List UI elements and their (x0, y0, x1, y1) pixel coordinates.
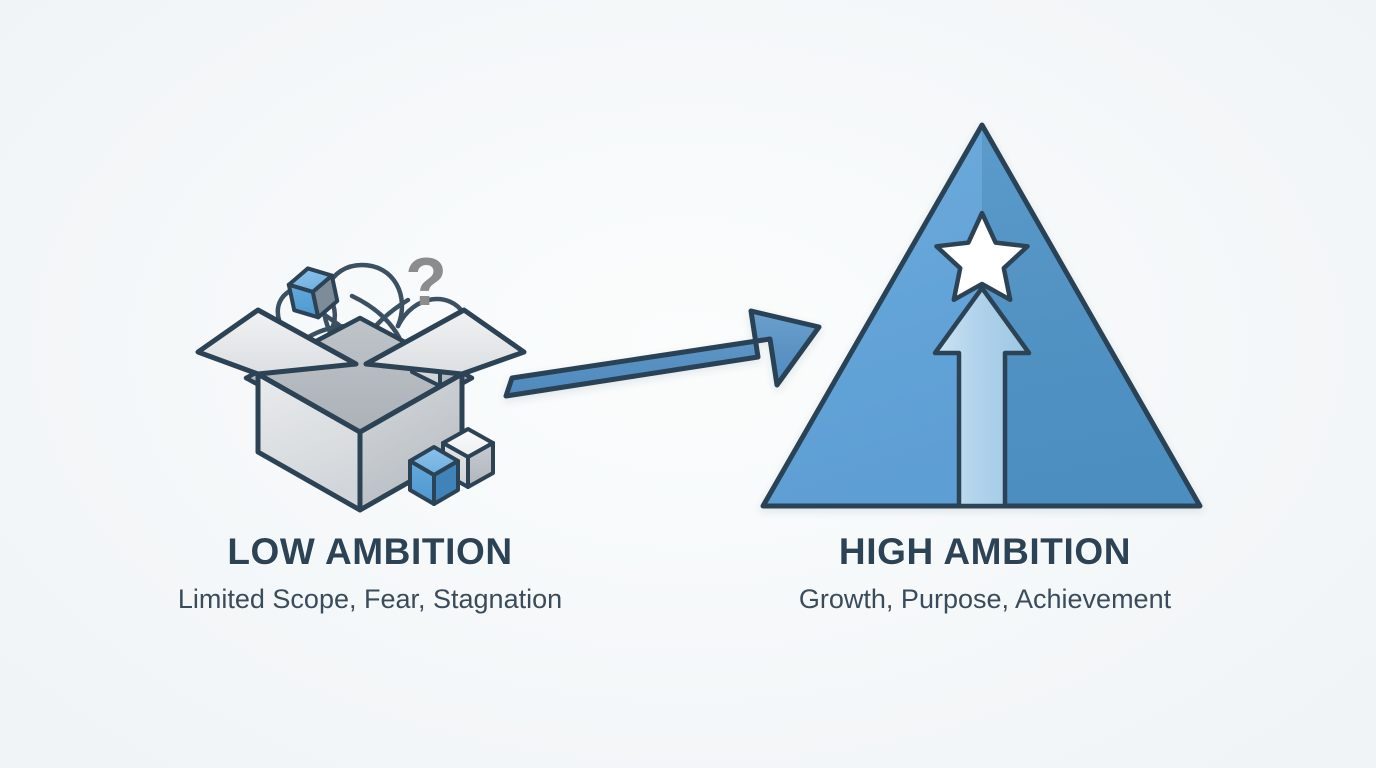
low-ambition-title: LOW AMBITION (227, 531, 513, 572)
high-ambition-subtitle: Growth, Purpose, Achievement (798, 583, 1172, 614)
svg-text:?: ? (405, 244, 447, 320)
box-flap-front-left (195, 307, 359, 377)
connector-arrow (503, 308, 822, 399)
star-icon (934, 210, 1030, 303)
box-illustration (195, 262, 527, 513)
low-ambition-subtitle: Limited Scope, Fear, Stagnation (177, 583, 563, 614)
high-ambition-label-group: HIGH AMBITION Growth, Purpose, Achieveme… (675, 531, 1295, 615)
floating-blue-cube (286, 266, 340, 320)
high-ambition-title: HIGH AMBITION (838, 531, 1132, 572)
question-mark-icon: ? (405, 244, 447, 320)
ground-blue-cube (408, 445, 460, 506)
upward-arrow-icon (932, 285, 1032, 509)
box-flap-front-right (363, 307, 527, 377)
box-flap-crease (256, 371, 464, 435)
connector-arrow-shape (503, 308, 822, 399)
low-ambition-label-group: LOW AMBITION Limited Scope, Fear, Stagna… (60, 531, 680, 615)
upward-arrow-shape (932, 285, 1032, 509)
star-shape (934, 210, 1030, 303)
